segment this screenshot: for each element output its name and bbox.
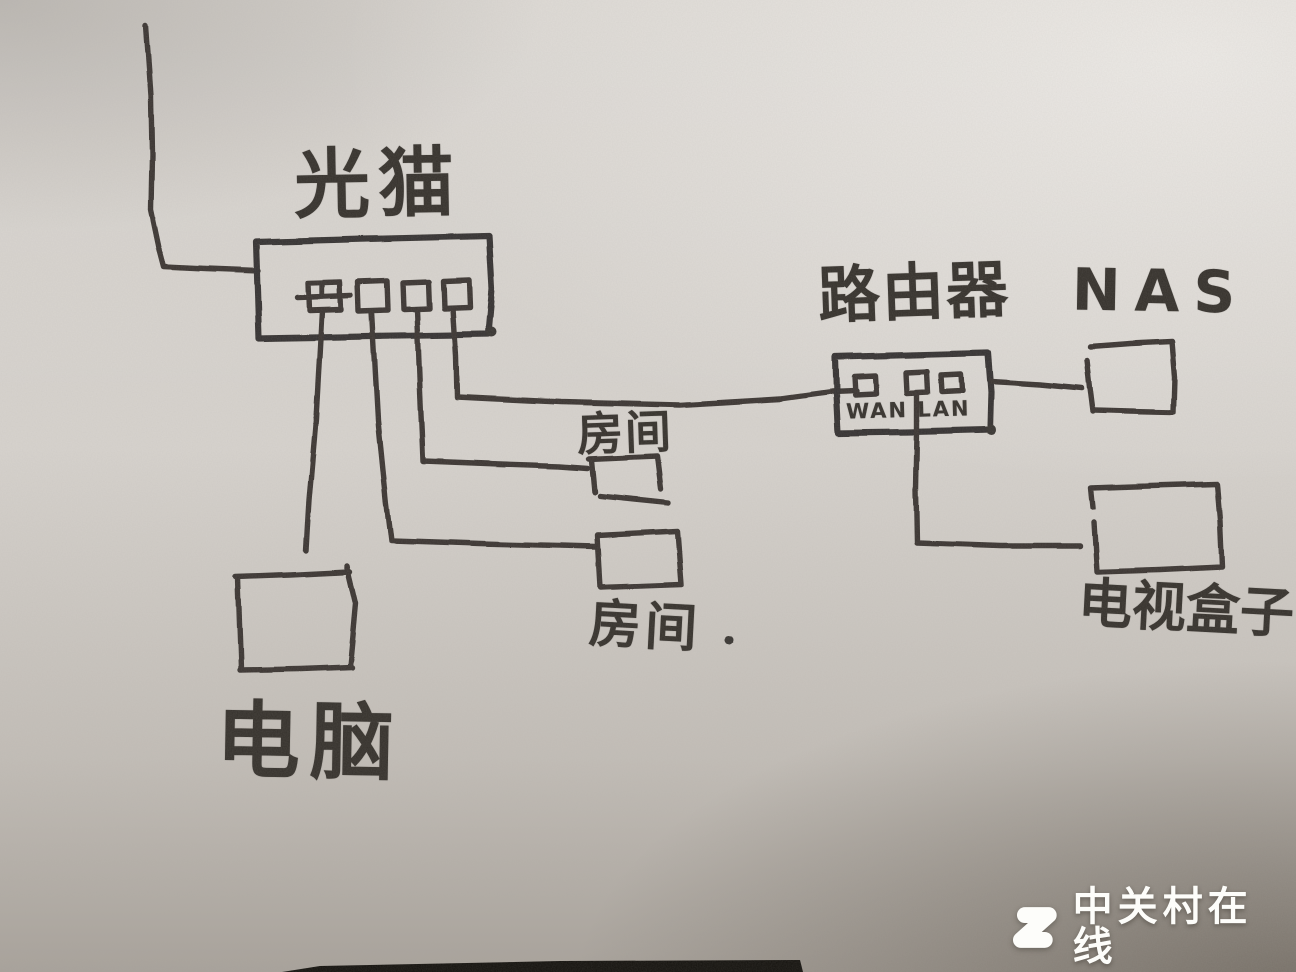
computer-label: 电脑 bbox=[215, 691, 405, 793]
modem-box bbox=[252, 232, 496, 342]
room-upper-box bbox=[586, 453, 671, 506]
room-upper-label: 房间 bbox=[576, 404, 674, 462]
cable-modem-to-room-lower bbox=[369, 308, 598, 550]
nas-box bbox=[1084, 339, 1178, 416]
router-lan-port-2 bbox=[938, 371, 965, 395]
cable-modem-to-computer bbox=[303, 308, 325, 554]
watermark: 中关村在线 bbox=[1012, 887, 1296, 967]
computer-box bbox=[233, 563, 359, 673]
ink-dot bbox=[724, 635, 734, 645]
zol-logo-icon bbox=[1012, 907, 1057, 948]
watermark-text: 中关村在线 bbox=[1072, 884, 1253, 970]
table-edge bbox=[282, 960, 803, 972]
modem-port-3 bbox=[400, 279, 432, 312]
room-lower-box bbox=[594, 529, 685, 590]
router-label: 路由器 bbox=[816, 252, 1012, 333]
room-lower-label: 房间 bbox=[587, 594, 703, 660]
modem-port-4 bbox=[440, 277, 473, 311]
modem-label: 光猫 bbox=[293, 137, 463, 230]
modem-port-2 bbox=[355, 278, 391, 314]
router-wan-port bbox=[851, 373, 879, 398]
nas-label: NAS bbox=[1071, 255, 1250, 327]
cable-router-to-nas bbox=[988, 378, 1085, 391]
incoming-line bbox=[143, 23, 261, 274]
tvbox-label: 电视盒子 bbox=[1076, 571, 1296, 646]
tvbox-box bbox=[1088, 481, 1225, 575]
router-ports-label: WAN LAN bbox=[845, 396, 971, 424]
cable-modem-to-router bbox=[450, 305, 859, 408]
router-lan-port-1 bbox=[903, 369, 931, 396]
